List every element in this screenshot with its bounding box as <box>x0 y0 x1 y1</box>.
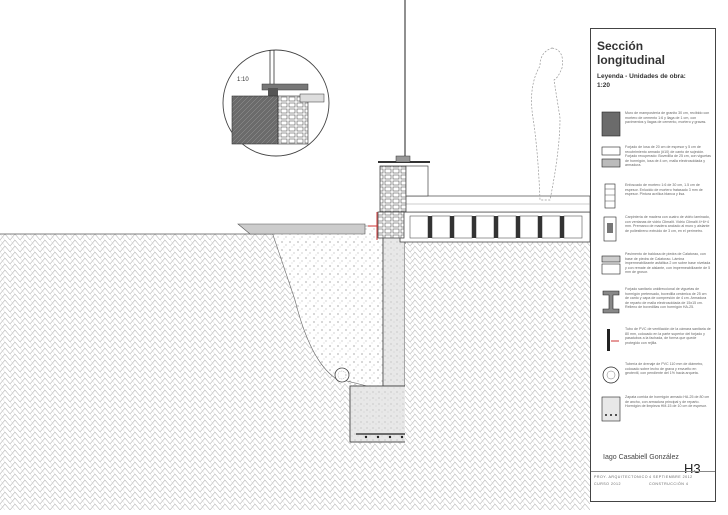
footer-date: 4 SEPTIEMBRE 2012 <box>649 475 693 479</box>
author-name: Iago Casabiell González <box>603 454 679 461</box>
legend-row: Carpintería de madera con cuatro de vidr… <box>595 215 713 251</box>
title-panel: Sección longitudinal Leyenda - Unidades … <box>590 28 716 502</box>
legend-text: Zapata corrida de hormigón armado HA-25 … <box>625 395 710 409</box>
footing-swatch-icon <box>601 396 621 422</box>
plaster-wall-swatch-icon <box>604 183 616 209</box>
sheet-scale: 1:20 <box>597 82 611 89</box>
legend-row: Forjado sanitario unidireccional de vigu… <box>595 287 713 325</box>
legend-heading: Leyenda - Unidades de obra: <box>597 73 686 80</box>
legend-text: Muro de mampostería de granito 30 cm, re… <box>625 111 710 125</box>
legend-row: Zapata corrida de hormigón armado HA-25 … <box>595 395 713 427</box>
floor-paving-swatch-icon <box>601 255 621 275</box>
legend-row: Muro de mampostería de granito 30 cm, re… <box>595 111 713 143</box>
longitudinal-section-drawing: 1:10 <box>0 0 590 510</box>
sheet-title-line-2: longitudinal <box>597 53 665 67</box>
stone-wall-swatch-icon <box>601 111 621 137</box>
legend-row: Forjado de losa de 20 cm de espesor y 5 … <box>595 145 713 181</box>
footer-divider <box>591 471 715 472</box>
legend-row: Pavimento de baldosa de piedra de Calato… <box>595 252 713 284</box>
legend-text: Enfoscado de mortero 1:6 de 30 cm, 1.5 c… <box>625 183 703 197</box>
sheet-title-line-1: Sección <box>597 39 644 53</box>
floor-slab-swatch-icon <box>601 146 621 168</box>
legend-row: Tubo de PVC de ventilación de la cámara … <box>595 327 713 357</box>
detail-scale-label: 1:10 <box>237 77 249 83</box>
drain-pipe-swatch-icon <box>602 366 620 384</box>
legend-text: Carpintería de madera con cuatro de vidr… <box>625 215 710 233</box>
legend-text: Forjado sanitario unidireccional de vigu… <box>625 287 707 310</box>
legend-text: Tubo de PVC de ventilación de la cámara … <box>625 327 711 345</box>
footer-year: CURSO 2012 <box>594 482 621 486</box>
ventilation-pipe-swatch-icon <box>607 329 619 351</box>
window-frame-swatch-icon <box>603 216 617 242</box>
footer-subject: CONSTRUCCIÓN 4 <box>649 482 689 486</box>
legend-row: Tubería de drenaje de PVC 110 mm de diám… <box>595 362 713 390</box>
footer-course: PROY. ARQUITECTONICO <box>594 475 648 479</box>
legend-text: Forjado de losa de 20 cm de espesor y 5 … <box>625 145 711 168</box>
legend-text: Tubería de drenaje de PVC 110 mm de diám… <box>625 362 704 376</box>
legend-row: Enfoscado de mortero 1:6 de 30 cm, 1.5 c… <box>595 183 713 211</box>
joist-swatch-icon <box>602 290 620 314</box>
legend-text: Pavimento de baldosa de piedra de Calato… <box>625 252 711 275</box>
sheet-code: H3 <box>684 461 701 476</box>
